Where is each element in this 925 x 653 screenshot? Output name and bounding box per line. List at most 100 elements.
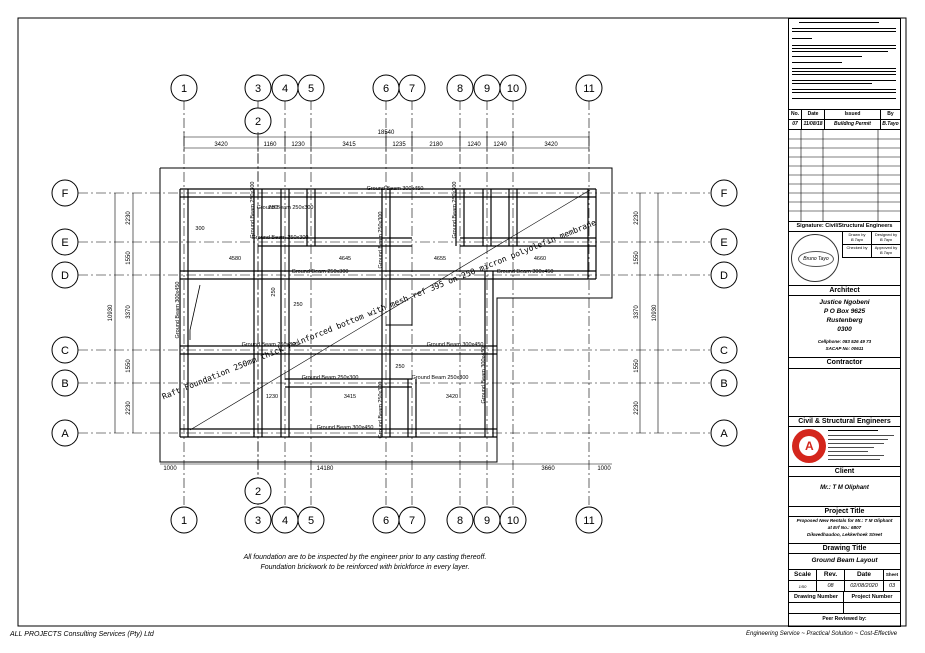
grid-bubble-10 <box>499 506 527 534</box>
contractor-label: Contractor <box>789 358 900 369</box>
dim-left-1: 1550 <box>126 251 132 265</box>
architect-code: 0300 <box>837 326 852 333</box>
project-title-line-2: at Erf No.: 6807 <box>827 525 862 530</box>
dim-4660: 4660 <box>534 256 546 262</box>
dim-bottom-3: 1000 <box>597 466 611 472</box>
grid-label-D: D <box>61 270 69 282</box>
grid-label-10: 10 <box>507 83 519 95</box>
dim-top-7: 1240 <box>493 142 507 148</box>
grid-label-2: 2 <box>255 486 261 498</box>
drawing-title-label: Drawing Title <box>789 544 900 554</box>
beam-label-c-left: Ground Beam 250x300 <box>242 342 299 348</box>
beam-label-e-mid: Ground Beam 250x300 <box>257 205 314 211</box>
designed-by-value: B.Tayo <box>879 237 893 242</box>
client-section: Client Mr.: T M Oliphant <box>789 466 900 506</box>
grid-label-11: 11 <box>583 83 594 95</box>
client-label: Client <box>789 467 900 477</box>
grid-label-5: 5 <box>308 83 314 95</box>
grid-label-7: 7 <box>409 83 415 95</box>
grid-label-C: C <box>61 345 69 357</box>
company-contact-text <box>828 430 894 460</box>
drawing-title: Ground Beam Layout <box>811 557 878 564</box>
ramp-outline <box>189 284 201 340</box>
grid-bubble-C <box>710 336 738 364</box>
beam-label-d-left: Ground Beam 250x300 <box>292 269 349 275</box>
dim-top-2: 1230 <box>291 142 305 148</box>
dim-left-3: 1550 <box>126 359 132 373</box>
drawing-number-label: Drawing Number <box>789 592 844 602</box>
beam-label-a: Ground Beam 300x450 <box>317 425 374 431</box>
beam-label-b-mid: Ground Beam 250x300 <box>302 375 359 381</box>
dim-top-6: 1240 <box>467 142 481 148</box>
signature-label: Signature: Civil/Structural Engineers <box>789 222 900 232</box>
architect-box: P O Box 9625 <box>823 308 866 315</box>
beam-label-v-9: Ground Beam 250x300 <box>452 182 458 239</box>
grid-label-1: 1 <box>181 515 187 527</box>
dim-right-overall: 10930 <box>652 304 658 321</box>
numbers-table: Drawing Number Project Number <box>789 591 900 614</box>
grid-bubble-3 <box>244 506 272 534</box>
grid-label-7: 7 <box>409 515 415 527</box>
rev-row-no: 07 <box>789 120 802 129</box>
grid-bubble-B <box>51 369 79 397</box>
grid-label-5: 5 <box>308 515 314 527</box>
title-block: No. Date Issued By 07 11/08/18 Building … <box>788 18 901 627</box>
grid-bubble-8 <box>446 74 474 102</box>
beam-label-e-left: Ground Beam 250x300 <box>252 235 309 241</box>
peer-reviewed-label: Peer Reviewed by: <box>822 616 867 622</box>
sheet-border <box>17 17 907 627</box>
dim-right-3: 1550 <box>634 359 640 373</box>
architect-name: Justice Ngobeni <box>819 299 870 306</box>
grid-bubble-1 <box>170 74 198 102</box>
grid-label-C: C <box>720 345 728 357</box>
contractor-section: Contractor <box>789 357 900 416</box>
dim-250a: 250 <box>268 205 277 211</box>
legal-notes-text <box>792 22 896 99</box>
date-value: 02/08/2020 <box>845 581 884 592</box>
grid-label-4: 4 <box>282 83 288 95</box>
grid-bubble-D <box>51 261 79 289</box>
dim-right-1: 1550 <box>634 251 640 265</box>
architect-section: Architect Justice Ngobeni P O Box 9625 R… <box>789 285 900 374</box>
dim-250d: 250 <box>395 364 404 370</box>
grid-bubble-C <box>51 336 79 364</box>
step-outline <box>386 298 413 326</box>
beam-label-f: Ground Beam 300x450 <box>367 186 424 192</box>
grid-label-9: 9 <box>484 83 490 95</box>
peer-review-section: Peer Reviewed by: <box>789 613 900 627</box>
engineers-section: Civil & Structural Engineers A <box>789 416 900 484</box>
dim-left-4: 2230 <box>126 401 132 415</box>
grid-label-4: 4 <box>282 515 288 527</box>
grid-label-3: 3 <box>255 83 261 95</box>
designed-by-label: Designed by <box>874 232 898 237</box>
architect-sacap: SACAP No: 00611 <box>825 346 864 351</box>
grid-label-E: E <box>61 237 68 249</box>
dim-250c: 250 <box>293 302 302 308</box>
beam-label-b-right: Ground Beam 250x300 <box>412 375 469 381</box>
grid-label-6: 6 <box>383 515 389 527</box>
grid-label-A: A <box>61 428 69 440</box>
beam-label-v-6: Ground Beam 250x300 <box>378 212 384 269</box>
project-number-label: Project Number <box>851 594 893 600</box>
grid-label-D: D <box>720 270 728 282</box>
dim-300: 300 <box>195 226 204 232</box>
architect-cell: Cellphone: 083 526 49 73 <box>817 339 872 344</box>
dim-3415: 3415 <box>344 394 356 400</box>
beam-label-v-left: Ground Beam 300x450 <box>175 282 181 339</box>
grid-bubble-B <box>710 369 738 397</box>
dim-right-2: 3370 <box>634 305 640 319</box>
grid-bubble-7 <box>398 74 426 102</box>
dim-4580: 4580 <box>229 256 241 262</box>
dim-top-4: 1235 <box>392 142 406 148</box>
project-title-label: Project Title <box>789 507 900 517</box>
date-label: Date <box>845 570 884 580</box>
grid-bubble-A <box>710 419 738 447</box>
architect-label: Architect <box>789 286 900 296</box>
dim-top-8: 3420 <box>544 142 558 148</box>
engineers-label: Civil & Structural Engineers <box>789 417 900 427</box>
logo-compass-icon: A <box>805 439 814 453</box>
dim-250b: 250 <box>271 287 277 296</box>
dim-bottom-1: 14180 <box>317 466 334 472</box>
beam-label-v-6b: Ground Beam 250x300 <box>378 382 384 439</box>
